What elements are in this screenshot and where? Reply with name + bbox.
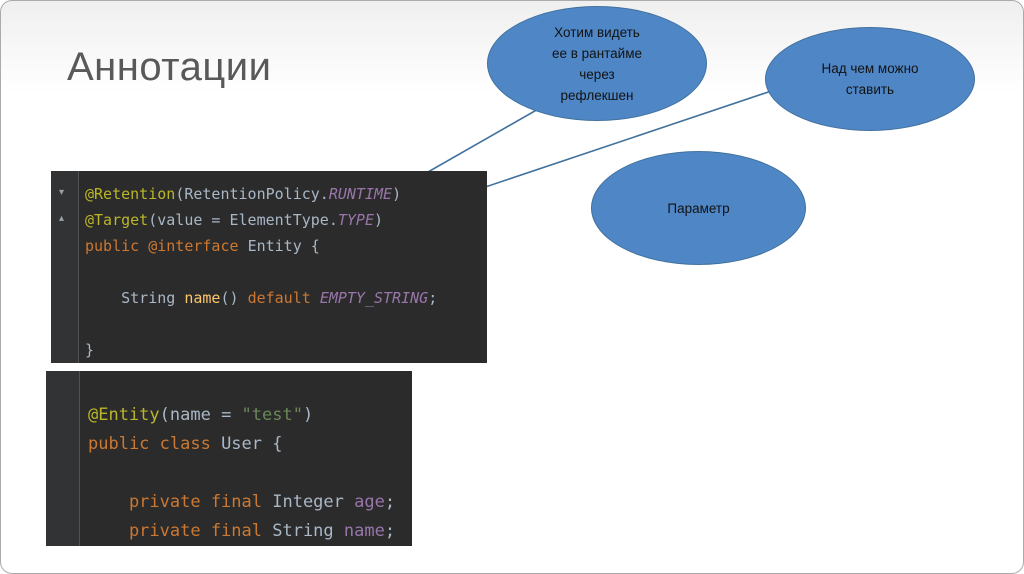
callout-target-line: ставить xyxy=(845,82,895,97)
callout-param-line: Параметр xyxy=(667,200,730,216)
editor-gutter xyxy=(46,371,80,546)
callout-runtime-line: Хотим видеть xyxy=(554,24,640,40)
callout-target-line: Над чем можно xyxy=(821,61,919,76)
code-line xyxy=(85,259,437,285)
code-line: @Entity(name = "test") xyxy=(88,405,314,425)
code-line: String name() default EMPTY_STRING; xyxy=(85,289,438,307)
code-block-annotation-usage: @Entity(name = "test") public class User … xyxy=(46,371,412,546)
callout-runtime-line: через xyxy=(579,66,615,82)
code-editor-text: @Retention(RetentionPolicy.RUNTIME) @Targ… xyxy=(79,171,445,363)
code-line: @Target(value = ElementType.TYPE) xyxy=(85,211,384,229)
code-line: public class User { xyxy=(88,434,283,454)
code-line: } xyxy=(85,341,95,359)
gutter-fold-icon: ▾ xyxy=(59,187,65,198)
callout-runtime-ellipse: Хотим видеть ее в рантайме через рефлекш… xyxy=(487,6,707,121)
code-line xyxy=(85,311,437,337)
editor-gutter: ▾ ▴ xyxy=(51,171,79,363)
gutter-fold-icon: ▴ xyxy=(59,213,65,224)
slide-title: Аннотации xyxy=(67,45,272,89)
code-editor-text: @Entity(name = "test") public class User … xyxy=(80,371,403,546)
code-line: private final String name; xyxy=(88,521,396,541)
callout-target-ellipse: Над чем можно ставить xyxy=(765,27,975,131)
callout-runtime-line: ее в рантайме xyxy=(551,45,643,61)
code-line: @Retention(RetentionPolicy.RUNTIME) xyxy=(85,185,402,203)
callout-runtime-line: рефлекшен xyxy=(560,87,634,103)
code-line: private final Integer age; xyxy=(88,492,396,512)
code-block-annotation-definition: ▾ ▴ @Retention(RetentionPolicy.RUNTIME)@… xyxy=(51,171,487,363)
code-line xyxy=(88,459,395,488)
callout-param-ellipse: Параметр xyxy=(591,151,806,265)
code-line: public @interface Entity { xyxy=(85,237,320,255)
